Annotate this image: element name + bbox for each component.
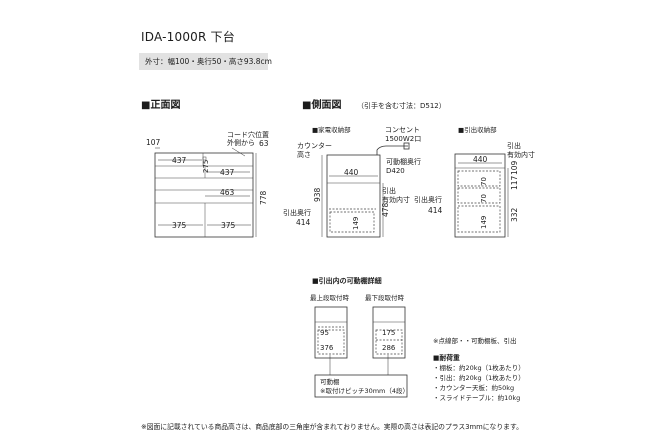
notes-block: ※点線部・・可動棚板、引出 ■耐荷重 ・棚板：約20kg（1枚あたり） ・引出：… xyxy=(433,336,525,402)
cord-note-line2: 外側から xyxy=(227,138,255,147)
spec-text: 外寸：幅100・奥行50・高さ93.8cm xyxy=(145,57,272,66)
shelf-depth-line2: D420 xyxy=(386,167,405,175)
front-left-margin: 107 xyxy=(146,138,161,147)
drawer-inner-line1: 引出 xyxy=(507,141,521,150)
outlet-line2: 1500W2口 xyxy=(385,135,421,143)
load-item-3: ・カウンター天板：約50kg xyxy=(433,383,514,392)
side-view-heading: ■側面図 xyxy=(302,98,341,111)
outlet-plug-icon xyxy=(403,142,410,150)
detail-shelf-line2: ※取付けピッチ30mm（4段） xyxy=(320,386,409,395)
dotted-note: ※点線部・・可動棚板、引出 xyxy=(433,336,516,345)
appliance-drawer-depth-line2: 414 xyxy=(296,218,311,227)
drawer-depth-line1: 引出奥行 xyxy=(414,195,442,204)
cord-note-line1: コード穴位置 xyxy=(227,130,269,139)
detail-top-dim-2: 376 xyxy=(320,344,334,352)
side-view-note: （引手を含む寸法：D512） xyxy=(357,101,446,110)
drawer-height-2: 70 xyxy=(480,194,488,203)
detail-heading: ■引出内の可動棚詳細 xyxy=(312,276,382,285)
appliance-drawer-height: 149 xyxy=(352,217,360,230)
detail-callout-box xyxy=(314,374,408,398)
drawer-1-dashed xyxy=(457,170,501,187)
drawer-3-dashed xyxy=(457,205,501,233)
spec-bar xyxy=(139,53,268,70)
front-cord-hole xyxy=(202,156,207,161)
drawer-outer-2: 109 xyxy=(510,160,519,175)
drawer-view-drawing: ■引出収納部 引出 有効内寸 440 70 70 149 117 109 332… xyxy=(414,125,535,238)
appliance-label: ■家電収納部 xyxy=(312,125,351,134)
drawer-outer-1: 117 xyxy=(510,175,519,190)
drawer-height-3: 149 xyxy=(480,216,488,229)
drawer-width: 440 xyxy=(473,155,488,164)
detail-top-drawer-dashed xyxy=(317,329,345,355)
appliance-cabinet-outline xyxy=(326,154,381,238)
detail-top-label: 最上段取付時 xyxy=(310,293,350,302)
detail-bottom-dim-1: 175 xyxy=(382,329,395,337)
front-width-2: 437 xyxy=(220,168,235,177)
drawer-2-dashed xyxy=(457,187,501,204)
front-width-5: 375 xyxy=(221,221,236,230)
front-width-1: 437 xyxy=(172,156,187,165)
drawer-section-label: ■引出収納部 xyxy=(458,125,497,134)
appliance-drawer-inner-line2: 有効内寸 xyxy=(382,195,410,204)
load-item-1: ・棚板：約20kg（1枚あたり） xyxy=(433,363,525,372)
front-width-4: 375 xyxy=(172,221,187,230)
appliance-drawer-inner-line1: 引出 xyxy=(382,186,396,195)
drawer-cabinet-outline xyxy=(454,153,506,238)
load-item-2: ・引出：約20kg（1枚あたり） xyxy=(433,373,525,382)
load-item-4: ・スライドテーブル：約10kg xyxy=(433,393,520,402)
detail-top-dim-1: 95 xyxy=(320,329,329,337)
cord-leader-line xyxy=(231,147,246,157)
appliance-inner-height: 478 xyxy=(381,202,390,217)
shelf-depth-line1: 可動棚奥行 xyxy=(386,157,421,166)
cord-offset: 63 xyxy=(259,139,269,148)
detail-bottom-drawer-dashed xyxy=(375,329,403,355)
outlet-line1: コンセント xyxy=(385,126,420,134)
detail-view-drawing: ■引出内の可動棚詳細 最上段取付時 最下段取付時 95 376 175 286 … xyxy=(310,276,409,398)
appliance-drawer-depth-line1: 引出奥行 xyxy=(283,208,311,217)
drawer-outer-3: 332 xyxy=(510,207,519,222)
outlet-cable xyxy=(376,145,408,155)
detail-bottom-outline xyxy=(372,306,406,359)
detail-bottom-dim-2: 286 xyxy=(382,344,396,352)
detail-shelf-line1: 可動棚 xyxy=(320,377,340,386)
product-title: IDA-1000R 下台 xyxy=(141,30,235,44)
front-height: 778 xyxy=(259,190,268,205)
front-cabinet-outline xyxy=(154,152,254,238)
counter-line2: 高さ xyxy=(297,150,311,159)
footnote: ※図面に記載されている商品高さは、商品底部の三角座が含まれておりません。実際の高… xyxy=(141,423,523,431)
drawer-depth-line2: 414 xyxy=(428,206,443,215)
detail-bottom-label: 最下段取付時 xyxy=(365,293,405,302)
appliance-view-drawing: ■家電収納部 コンセント 1500W2口 カウンター 高さ 440 938 14… xyxy=(283,125,421,238)
front-width-3: 463 xyxy=(220,188,235,197)
counter-line1: カウンター xyxy=(297,141,332,150)
appliance-drawer-dashed xyxy=(329,211,375,233)
load-title: ■耐荷重 xyxy=(433,353,460,362)
front-view-heading: ■正面図 xyxy=(141,99,180,111)
front-inner-depth: 275 xyxy=(202,160,210,173)
detail-top-outline xyxy=(314,306,348,359)
appliance-width: 440 xyxy=(344,168,359,177)
appliance-height: 938 xyxy=(313,187,322,202)
drawer-height-1: 70 xyxy=(480,177,488,186)
drawer-inner-line2: 有効内寸 xyxy=(507,150,535,159)
front-view-drawing: 107 437 437 275 463 375 375 778 コード穴位置 外… xyxy=(146,130,269,238)
